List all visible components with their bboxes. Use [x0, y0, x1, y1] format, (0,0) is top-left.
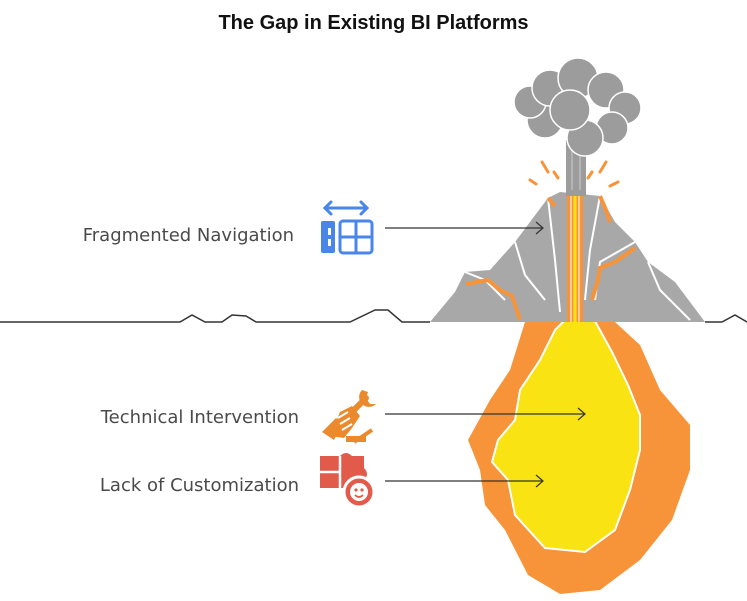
label-fragmented-navigation: Fragmented Navigation — [82, 225, 294, 246]
ground-line — [0, 309, 430, 323]
puzzle-face-icon — [320, 453, 376, 509]
lava-conduit-line — [570, 196, 580, 322]
wrench-hand-icon — [322, 390, 376, 444]
magma-core — [490, 310, 641, 554]
diagram-title: The Gap in Existing BI Platforms — [218, 12, 529, 34]
connector-customization — [385, 474, 544, 488]
connector-fragmented — [385, 221, 544, 235]
lava-flow-top — [546, 195, 612, 223]
table-arrows-icon — [321, 200, 374, 255]
smoke-cloud — [513, 57, 642, 157]
lava-flow-right — [590, 246, 637, 301]
connector-technical — [385, 407, 586, 421]
mountain-facets — [464, 195, 691, 321]
label-lack-of-customization: Lack of Customization — [99, 475, 299, 496]
label-technical-intervention: Technical Intervention — [100, 407, 299, 428]
lava-flow-left — [465, 277, 522, 321]
eruption-sparks — [528, 160, 620, 188]
ground-line-right — [705, 314, 747, 323]
